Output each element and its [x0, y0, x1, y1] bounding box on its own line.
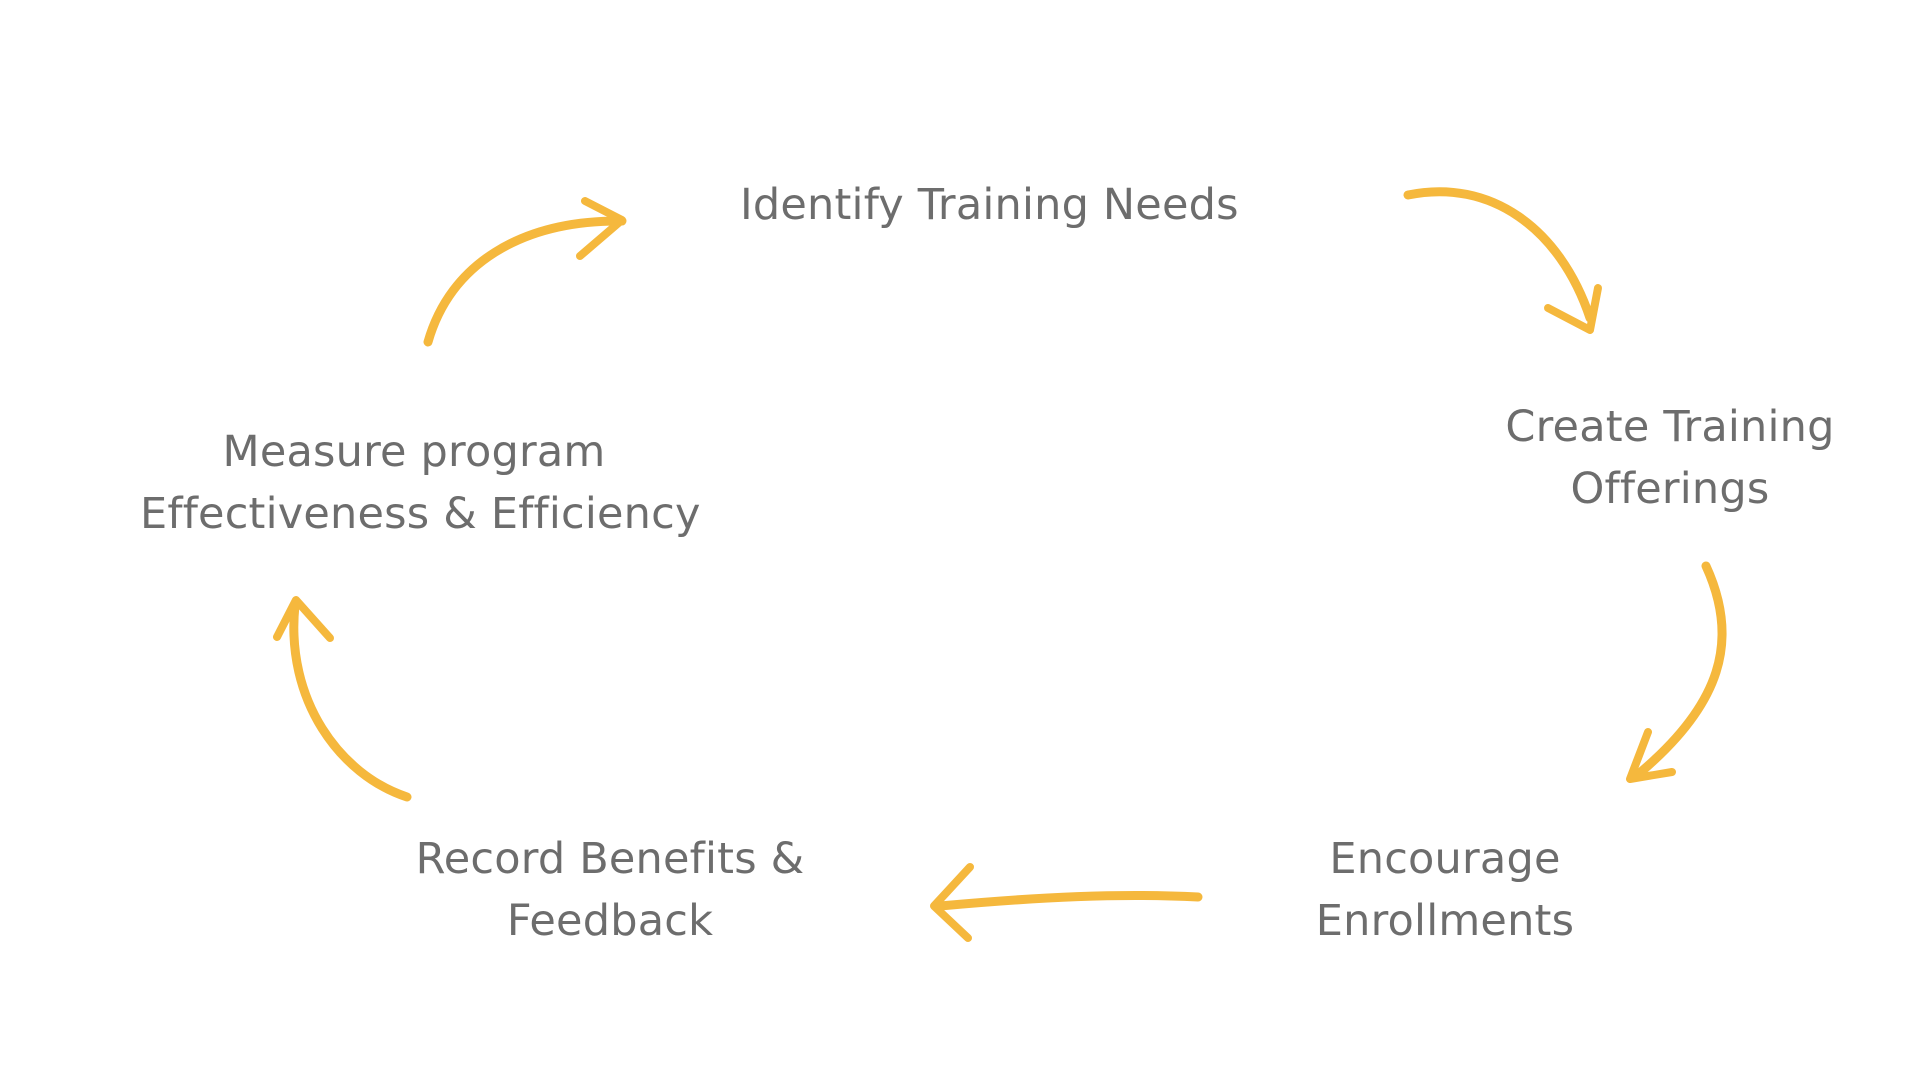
step-identify-training-needs: Identify Training Needs: [740, 174, 1239, 236]
curved-arrow-icon: [423, 197, 627, 347]
step-label-line: Record Benefits &: [415, 834, 805, 884]
step-create-training-offerings: Create Training Offerings: [1505, 396, 1835, 520]
step-measure-program-effectiveness: Measure program Effectiveness & Efficien…: [140, 421, 701, 545]
step-label-line: Identify Training Needs: [740, 180, 1239, 230]
curved-arrow-icon: [1403, 187, 1602, 334]
step-label-line: Offerings: [1570, 464, 1770, 514]
curved-arrow-icon: [273, 596, 412, 802]
step-record-benefits-feedback: Record Benefits & Feedback: [410, 828, 810, 952]
step-encourage-enrollments: Encourage Enrollments: [1300, 828, 1590, 952]
step-label-line: Create Training: [1505, 402, 1835, 452]
straight-arrow-icon: [930, 863, 1203, 942]
step-label-line: Encourage: [1329, 834, 1561, 884]
step-label-line: Effectiveness & Efficiency: [140, 489, 701, 539]
curved-arrow-icon: [1626, 561, 1727, 783]
step-label-line: Measure program: [222, 427, 606, 477]
step-label-line: Enrollments: [1315, 896, 1575, 946]
step-label-line: Feedback: [506, 896, 714, 946]
